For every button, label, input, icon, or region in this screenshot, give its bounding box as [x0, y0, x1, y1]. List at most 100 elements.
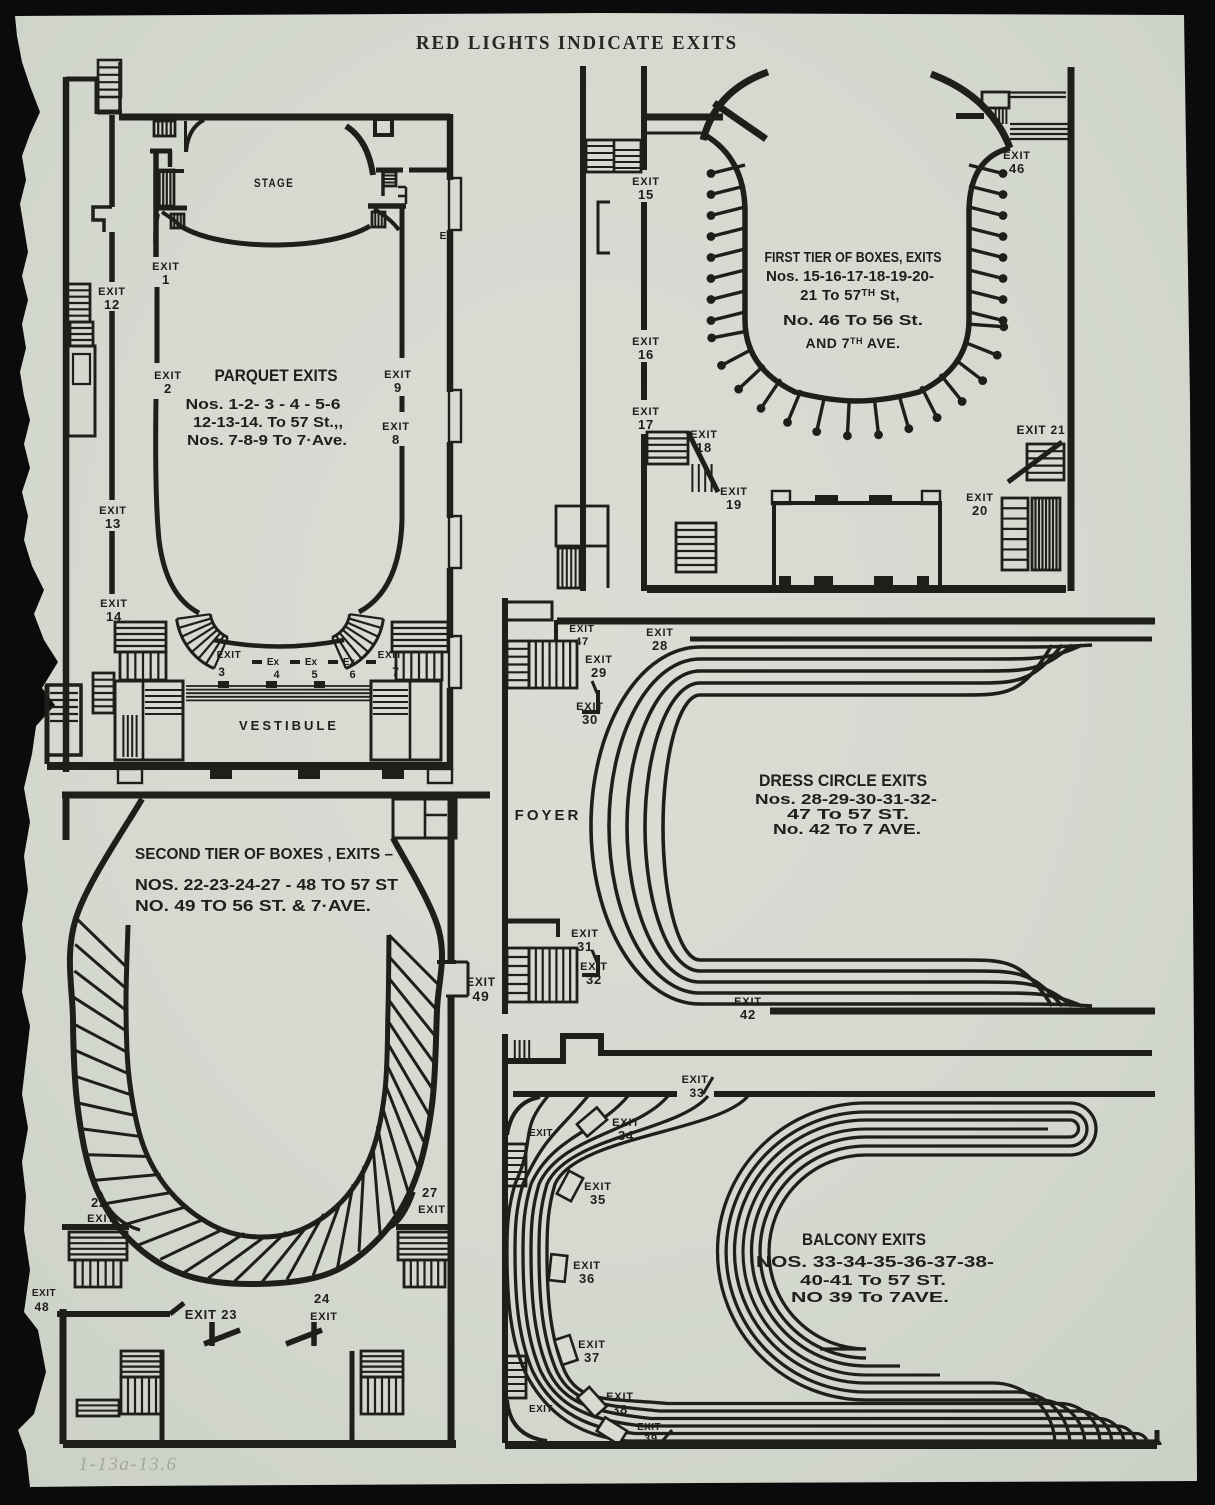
svg-text:Nos. 1-2- 3 - 4 - 5-6: Nos. 1-2- 3 - 4 - 5-6: [186, 396, 341, 413]
svg-text:28: 28: [652, 638, 668, 653]
svg-text:BALCONY EXITS: BALCONY EXITS: [802, 1230, 926, 1249]
svg-text:2: 2: [164, 381, 172, 396]
svg-text:24: 24: [314, 1291, 330, 1306]
svg-text:12-13-14. To 57 St.,,: 12-13-14. To 57 St.,,: [193, 414, 343, 431]
svg-text:Nos. 7-8-9 To 7·Ave.: Nos. 7-8-9 To 7·Ave.: [187, 432, 347, 449]
svg-text:47 To 57 ST.: 47 To 57 ST.: [787, 806, 909, 823]
svg-text:7: 7: [392, 665, 399, 679]
svg-text:NOS. 33-34-35-36-37-38-: NOS. 33-34-35-36-37-38-: [756, 1254, 994, 1271]
svg-text:EXIT: EXIT: [378, 650, 403, 661]
svg-text:EXIT: EXIT: [612, 1117, 640, 1129]
svg-text:PARQUET EXITS: PARQUET EXITS: [215, 366, 338, 385]
svg-text:EXIT: EXIT: [720, 486, 748, 498]
svg-text:Nos. 15-16-17-18-19-20-: Nos. 15-16-17-18-19-20-: [766, 268, 934, 285]
svg-text:39: 39: [644, 1433, 658, 1445]
svg-text:3: 3: [218, 665, 225, 679]
svg-text:RED LIGHTS INDICATE EXITS: RED LIGHTS INDICATE EXITS: [416, 32, 738, 54]
svg-text:STAGE: STAGE: [254, 178, 294, 190]
svg-text:6: 6: [350, 669, 357, 681]
svg-text:9: 9: [394, 380, 402, 395]
svg-text:NO 39 To 7AVE.: NO 39 To 7AVE.: [791, 1289, 949, 1306]
svg-text:EXIT: EXIT: [580, 961, 608, 973]
svg-text:38: 38: [612, 1402, 628, 1417]
svg-text:42: 42: [740, 1007, 756, 1022]
svg-text:EXIT: EXIT: [632, 406, 660, 418]
svg-text:48: 48: [35, 1300, 50, 1314]
svg-text:EXIT: EXIT: [382, 421, 410, 433]
svg-text:21 To 57TH St,: 21 To 57TH St,: [800, 287, 900, 304]
svg-text:5: 5: [312, 669, 319, 681]
svg-text:EXIT 21: EXIT 21: [1017, 423, 1066, 437]
svg-text:EXIT: EXIT: [632, 336, 660, 348]
svg-text:4: 4: [274, 669, 281, 681]
svg-text:18: 18: [696, 440, 712, 455]
svg-text:EXIT: EXIT: [578, 1339, 606, 1351]
svg-text:EXIT: EXIT: [585, 654, 613, 666]
svg-text:EXIT: EXIT: [690, 429, 718, 441]
svg-text:Ex: Ex: [267, 657, 280, 668]
svg-text:EXIT: EXIT: [98, 286, 126, 298]
svg-text:EXIT: EXIT: [966, 492, 994, 504]
svg-text:No. 42 To 7 AVE.: No. 42 To 7 AVE.: [773, 821, 921, 838]
svg-text:EXIT: EXIT: [632, 176, 660, 188]
svg-text:34: 34: [618, 1128, 634, 1143]
svg-text:31: 31: [577, 939, 593, 954]
svg-text:SECOND TIER OF BOXES , EXIT: SECOND TIER OF BOXES , EXITS –: [135, 846, 393, 863]
svg-text:FOYER: FOYER: [515, 807, 582, 824]
svg-text:EXIT 23: EXIT 23: [185, 1307, 238, 1322]
svg-text:14: 14: [106, 609, 122, 624]
svg-text:30: 30: [582, 712, 598, 727]
svg-text:No. 46 To 56 St.: No. 46 To 56 St.: [783, 312, 923, 329]
svg-text:EXIT: EXIT: [100, 598, 128, 610]
svg-text:EXIT: EXIT: [569, 624, 594, 635]
svg-text:FIRST TIER OF BOXES, EXITS: FIRST TIER OF BOXES, EXITS: [765, 249, 942, 266]
svg-text:17: 17: [638, 417, 654, 432]
svg-text:EXIT: EXIT: [87, 1213, 115, 1225]
svg-text:EXIT: EXIT: [418, 1204, 446, 1216]
svg-text:1: 1: [162, 272, 170, 287]
svg-text:EXIT: EXIT: [32, 1288, 56, 1299]
svg-text:12: 12: [104, 297, 120, 312]
svg-text:46: 46: [1009, 161, 1025, 176]
svg-text:E: E: [440, 231, 447, 242]
svg-text:EXIT: EXIT: [384, 369, 412, 381]
svg-text:EXIT: EXIT: [646, 627, 674, 639]
svg-text:40-41 To 57 ST.: 40-41 To 57 ST.: [800, 1272, 946, 1289]
svg-text:EXIT: EXIT: [573, 1260, 601, 1272]
svg-text:DRESS CIRCLE EXITS: DRESS CIRCLE EXITS: [759, 771, 927, 790]
svg-text:EXIT: EXIT: [637, 1422, 661, 1433]
svg-text:EXIT: EXIT: [310, 1311, 338, 1323]
svg-text:EXIT: EXIT: [529, 1128, 553, 1139]
svg-text:Nos. 28-29-30-31-32-: Nos. 28-29-30-31-32-: [755, 791, 937, 808]
svg-text:EXIT: EXIT: [217, 650, 242, 661]
svg-text:16: 16: [638, 347, 654, 362]
svg-text:EXIT: EXIT: [466, 975, 496, 989]
svg-text:EXIT: EXIT: [734, 996, 762, 1008]
svg-text:NOS. 22-23-24-27 - 48 TO 57 S: NOS. 22-23-24-27 - 48 TO 57 ST: [135, 877, 399, 894]
svg-text:EXIT: EXIT: [682, 1074, 709, 1086]
svg-text:29: 29: [591, 665, 607, 680]
svg-text:37: 37: [584, 1350, 600, 1365]
svg-text:20: 20: [972, 503, 988, 518]
svg-text:EXIT: EXIT: [152, 261, 180, 273]
svg-text:1-13a-13.6: 1-13a-13.6: [79, 1454, 178, 1475]
svg-text:27: 27: [422, 1185, 438, 1200]
svg-text:19: 19: [726, 497, 742, 512]
svg-text:Ex: Ex: [343, 657, 356, 668]
svg-text:EXIT: EXIT: [571, 928, 599, 940]
svg-text:NO. 49 TO 56 ST. & 7·AVE.: NO. 49 TO 56 ST. & 7·AVE.: [135, 898, 371, 915]
svg-text:EXIT: EXIT: [606, 1391, 634, 1403]
svg-text:35: 35: [590, 1192, 606, 1207]
svg-text:13: 13: [105, 516, 121, 531]
svg-text:EXIT: EXIT: [154, 370, 182, 382]
svg-text:49: 49: [472, 988, 489, 1004]
svg-text:36: 36: [579, 1271, 595, 1286]
svg-text:47: 47: [575, 636, 589, 648]
svg-text:AND 7TH AVE.: AND 7TH AVE.: [805, 335, 900, 351]
svg-text:8: 8: [392, 432, 400, 447]
svg-text:EXIT: EXIT: [99, 505, 127, 517]
svg-text:EXIT: EXIT: [529, 1404, 553, 1415]
svg-text:EXIT: EXIT: [1003, 150, 1031, 162]
svg-text:EXIT: EXIT: [584, 1181, 612, 1193]
svg-text:Ex: Ex: [305, 657, 318, 668]
